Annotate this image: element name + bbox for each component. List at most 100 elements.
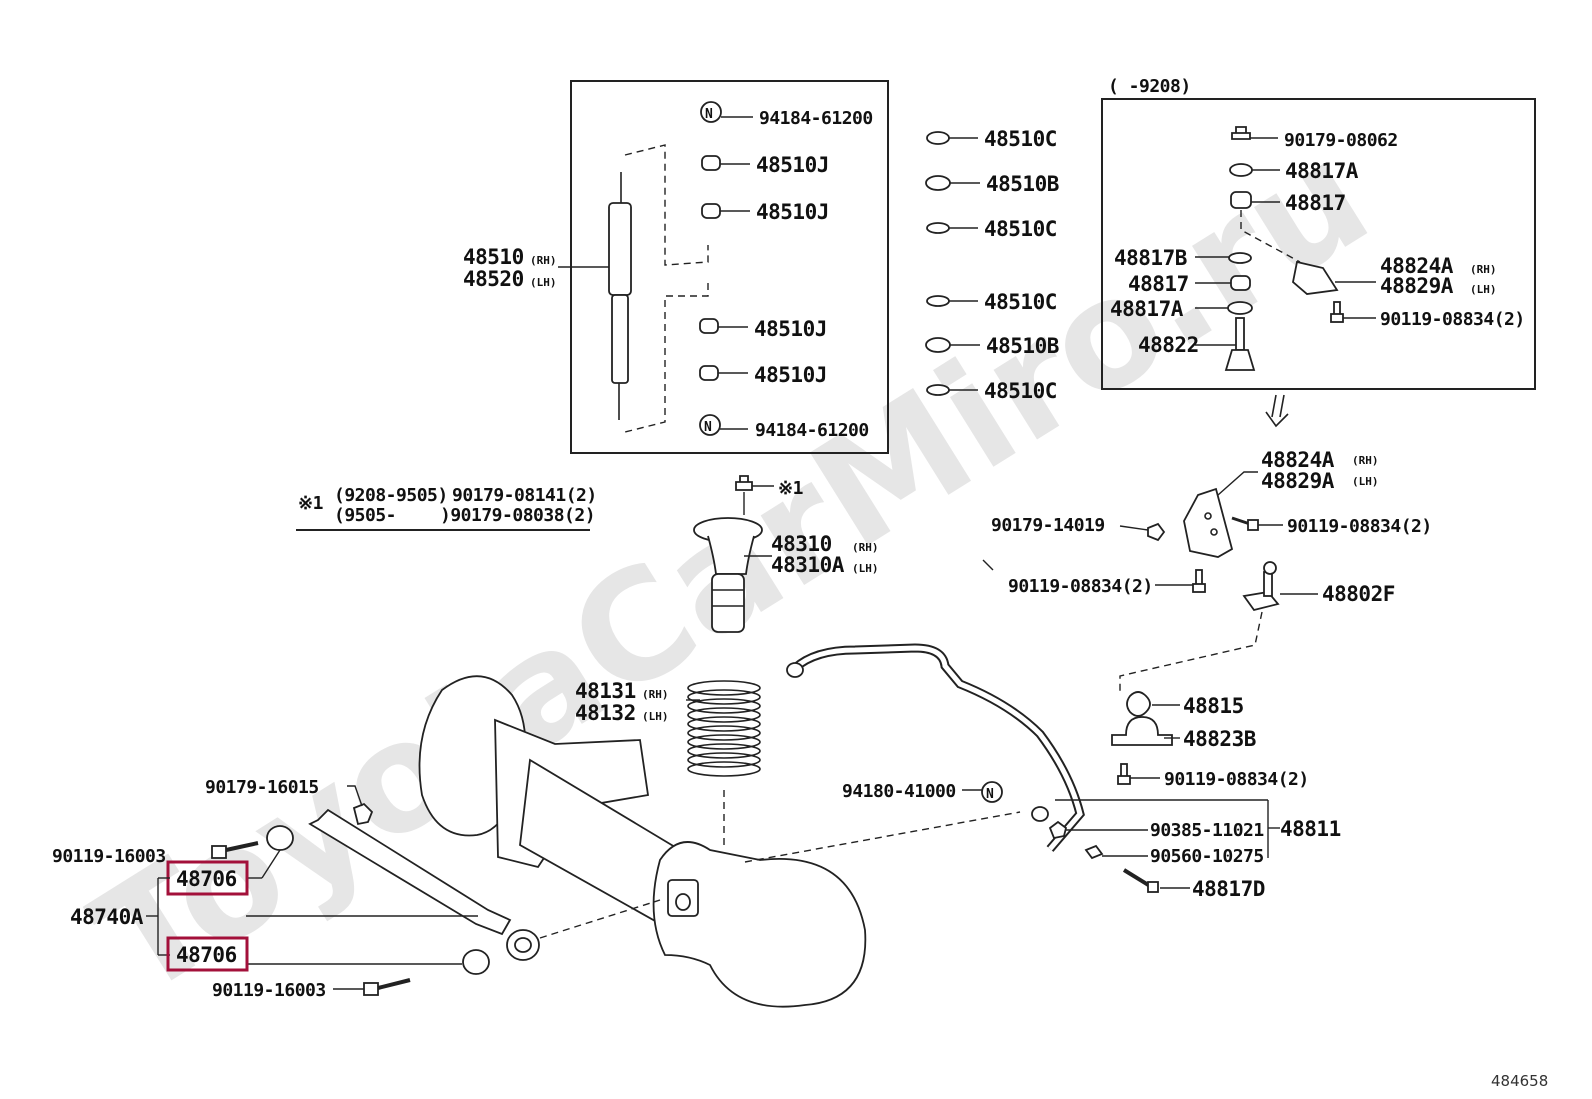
bushing-icon	[1126, 691, 1151, 717]
nut-icon	[352, 802, 374, 826]
bracket-icon	[1111, 716, 1173, 746]
label-cushion-b: 48817B	[1114, 246, 1187, 270]
label-spring-lh: 48132	[575, 701, 636, 725]
spring-seat-group: ※1 48310 (RH) 48310A (LH)	[693, 475, 879, 633]
nut-icon	[1147, 522, 1166, 542]
label-nut-top: 94184-61200	[759, 108, 873, 129]
bracket-icon	[1183, 487, 1234, 558]
label-bush-2: 48510J	[756, 200, 829, 224]
coil-turn	[687, 734, 761, 750]
bolt-icon	[1122, 868, 1159, 893]
label-main-link: 48802F	[1322, 582, 1395, 606]
washer-icon	[925, 175, 951, 191]
bushing-icon	[462, 949, 490, 975]
label-washer-2: 48510B	[986, 172, 1059, 196]
washer-icon	[926, 131, 950, 145]
bolt-icon	[363, 978, 411, 996]
label-washer-5: 48510B	[986, 334, 1059, 358]
lateral-rod-group: 90179-16015 90119-16003 48706 48740A 487…	[52, 777, 661, 1001]
label-rod: 48740A	[70, 905, 144, 929]
label-shock-lh-side: (LH)	[530, 276, 557, 289]
spring-seat-icon	[693, 517, 763, 633]
bolt-icon	[1192, 569, 1206, 593]
washer-icon	[926, 222, 950, 234]
link-icon	[1242, 561, 1280, 612]
nut-n-icon: N	[699, 414, 721, 436]
lateral-rod-icon	[308, 808, 540, 961]
rear-axle-icon	[418, 675, 867, 1008]
note-period-2: (9505-	[334, 505, 396, 526]
nut-icon	[1231, 126, 1251, 140]
bracket-main-group: 48824A (RH) 48829A (LH) 90179-14019 9011…	[982, 448, 1432, 692]
label-bracket-link: 48822	[1138, 333, 1199, 357]
coil-turn	[687, 680, 761, 696]
note-period-1: (9208-9505)	[334, 485, 448, 506]
washer-column: 48510C 48510B 48510C 48510C 48510B 48510…	[925, 127, 1059, 403]
bolt-icon	[1330, 301, 1344, 323]
label-seat-lh-side: (LH)	[852, 562, 879, 575]
note-mark: ※1	[298, 493, 323, 514]
stabilizer-parts-group: 48815 48823B 90119-08834(2) N 94180-4100…	[842, 691, 1341, 901]
label-bracket-period: ( -9208)	[1108, 76, 1191, 97]
label-box-bracket-rh-side: (RH)	[1470, 263, 1497, 276]
svg-text:N: N	[704, 420, 712, 435]
label-stab-part-a: 90385-11021	[1150, 820, 1264, 841]
note-group: ※1 (9208-9505) 90179-08141(2) (9505- )90…	[296, 485, 597, 531]
label-main-bracket-lh: 48829A	[1261, 469, 1335, 493]
coil-turn	[687, 743, 761, 759]
label-stab-bracket: 48823B	[1183, 727, 1256, 751]
label-washer-6: 48510C	[984, 379, 1057, 403]
bolt-icon	[1231, 516, 1259, 531]
label-stab-assy: 48811	[1280, 817, 1341, 841]
label-cushion-a-top: 48817A	[1285, 159, 1359, 183]
label-main-nut: 90179-14019	[991, 515, 1105, 536]
label-stab-bolt: 90119-08834(2)	[1164, 769, 1309, 790]
washer-icon	[926, 384, 950, 396]
label-main-bracket-lh-side: (LH)	[1352, 475, 1379, 488]
upper-seat-mark: ※1	[778, 478, 803, 499]
label-seat-rh-side: (RH)	[852, 541, 879, 554]
label-cushion-a-bottom: 48817A	[1110, 297, 1184, 321]
coil-turn	[687, 752, 761, 768]
diagram-id: 484658	[1491, 1072, 1548, 1090]
nut-icon	[1048, 820, 1068, 840]
label-shock-lh: 48520	[463, 267, 524, 291]
cushion-icon	[1228, 252, 1252, 264]
label-stab-part-b: 90560-10275	[1150, 846, 1264, 867]
bracket-box-frame	[1101, 98, 1536, 390]
label-rod-bolt-top: 90119-16003	[52, 846, 166, 867]
label-washer-1: 48510C	[984, 127, 1057, 151]
coil-turn	[687, 698, 761, 714]
shock-absorber-icon	[608, 172, 632, 420]
note-part-1: 90179-08141(2)	[452, 485, 597, 506]
coil-spring-group: 48131 (RH) 48132 (LH)	[575, 679, 761, 850]
label-box-bracket-lh: 48829A	[1380, 274, 1454, 298]
stabilizer-bar-icon	[786, 643, 1085, 852]
label-cushion-top: 48817	[1285, 191, 1346, 215]
bracket-icon	[1292, 260, 1339, 295]
bushing-icon	[701, 203, 721, 219]
cushion-icon	[1227, 301, 1253, 315]
label-seat-rh: 48310	[771, 532, 832, 556]
arrow-down-icon	[1265, 394, 1289, 428]
label-main-bracket-rh-side: (RH)	[1352, 454, 1379, 467]
svg-text:N: N	[986, 787, 994, 802]
highlight-box-bottom	[166, 936, 249, 972]
link-icon	[1224, 317, 1256, 371]
bushing-icon	[699, 318, 719, 334]
label-bush-3: 48510J	[754, 317, 827, 341]
guide-axle-stabilizer	[744, 811, 1021, 863]
cushion-icon	[1229, 163, 1253, 177]
label-stab-bush: 48815	[1183, 694, 1244, 718]
bracket-box-group: ( -9208) 90179-08062 48817A 48817 48817B…	[1101, 76, 1536, 390]
shock-absorber-group: N 94184-61200 48510J 48510J 48510J 48510…	[463, 80, 889, 454]
label-main-bolt-a: 90119-08834(2)	[1287, 516, 1432, 537]
label-bush-1: 48510J	[756, 153, 829, 177]
label-rod-nut: 90179-16015	[205, 777, 319, 798]
washer-icon	[1084, 844, 1104, 860]
coil-turn	[687, 689, 761, 705]
nut-n-icon: N	[700, 101, 722, 123]
coil-turn	[687, 707, 761, 723]
label-box-bolt: 90119-08834(2)	[1380, 309, 1525, 330]
